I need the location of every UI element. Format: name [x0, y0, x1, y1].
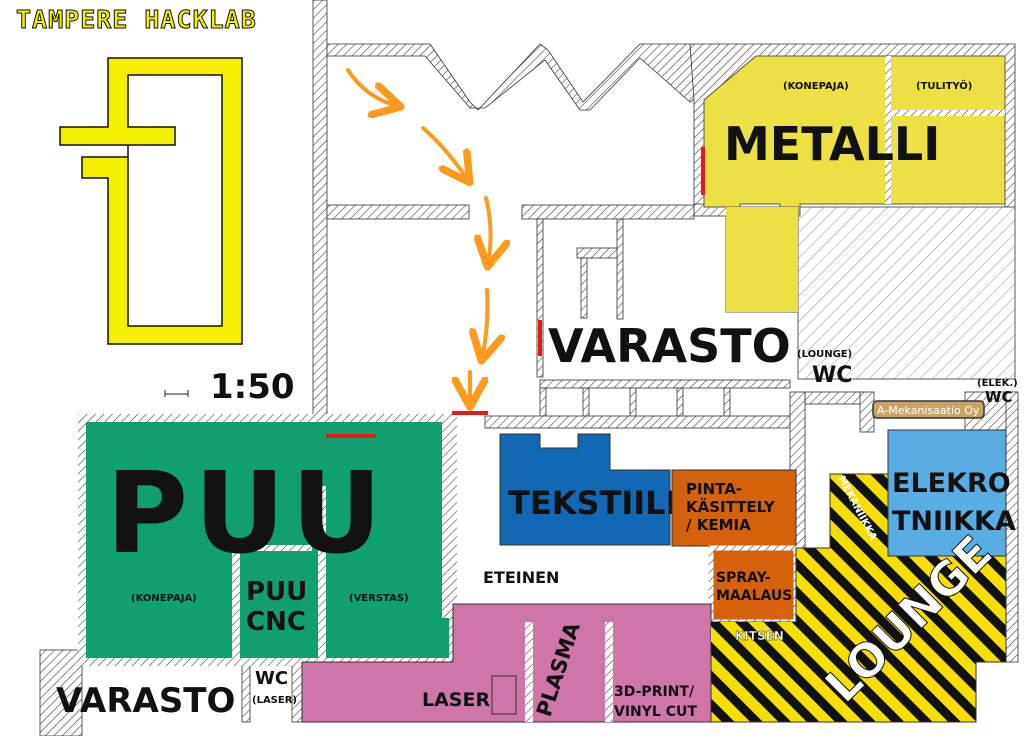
hallway-label: ETEINEN [483, 568, 559, 587]
printing-room-wall [605, 622, 613, 722]
storage-top-label: VARASTO [548, 319, 791, 373]
wood-workshop [78, 414, 457, 666]
finishing-label-2: KÄSITTELY [686, 497, 776, 516]
wc-elek-label: WC [985, 388, 1013, 406]
metal-konepaja-label: (KONEPAJA) [783, 81, 849, 92]
printing-label-2: VINYL CUT [614, 704, 697, 720]
spray-room [708, 545, 799, 625]
printing-label-1: 3D-PRINT/ [614, 684, 695, 700]
metal-workshop [703, 55, 1006, 313]
entrance-route-arrows [346, 68, 491, 404]
wc-laser-caption: (LASER) [252, 695, 297, 706]
electronics-room [887, 429, 1007, 557]
storage-bottom-label: VARASTO [56, 681, 235, 721]
textile-room-label: TEKSTIILI [508, 484, 677, 522]
neighbor-label: A-Mekanisaatio Oy [877, 404, 980, 417]
wc-elek-caption: (ELEK.) [977, 378, 1018, 389]
laser-label: LASER [422, 689, 490, 711]
wood-cnc-label-2: CNC [246, 607, 306, 637]
hacklab-logo-icon [59, 57, 243, 345]
scale-bar-icon [164, 390, 189, 397]
kitchen-counter [711, 622, 796, 646]
wc-lounge-label: WC [812, 363, 852, 388]
spray-label-2: MAALAUS [716, 588, 792, 604]
wood-cnc-label-1: PUU [246, 577, 307, 607]
scale-label: 1:50 [210, 367, 295, 407]
metal-room-label: METALLI [724, 117, 940, 171]
wood-verstas-label: (VERSTAS) [349, 593, 409, 604]
wood-room-label: PUU [106, 449, 388, 579]
door-markers [326, 147, 705, 438]
wc-laser-label: WC [255, 668, 288, 689]
plasma-room-wall [525, 622, 533, 722]
textile-room [499, 433, 671, 546]
neighbor-tag [872, 400, 985, 419]
finishing-label-1: PINTA- [686, 480, 742, 498]
finishing-label-3: / KEMIA [686, 516, 751, 534]
electronics-label-1: ELEKRO [892, 468, 1011, 499]
wood-konepaja-label: (KONEPAJA) [131, 593, 197, 604]
laser-cabinet [491, 675, 517, 715]
spray-label-1: SPRAY- [716, 570, 771, 586]
wc-lounge-caption: (LOUNGE) [797, 349, 852, 360]
kitchen-label: KITSEN [735, 629, 784, 643]
electronics-label-2: TNIIKKA [892, 506, 1016, 537]
title: TAMPERE HACKLAB [16, 5, 257, 34]
lounge-area [710, 473, 1007, 723]
building-walls [39, 0, 1019, 736]
metal-tulityo-label: (TULITYÖ) [916, 78, 972, 92]
